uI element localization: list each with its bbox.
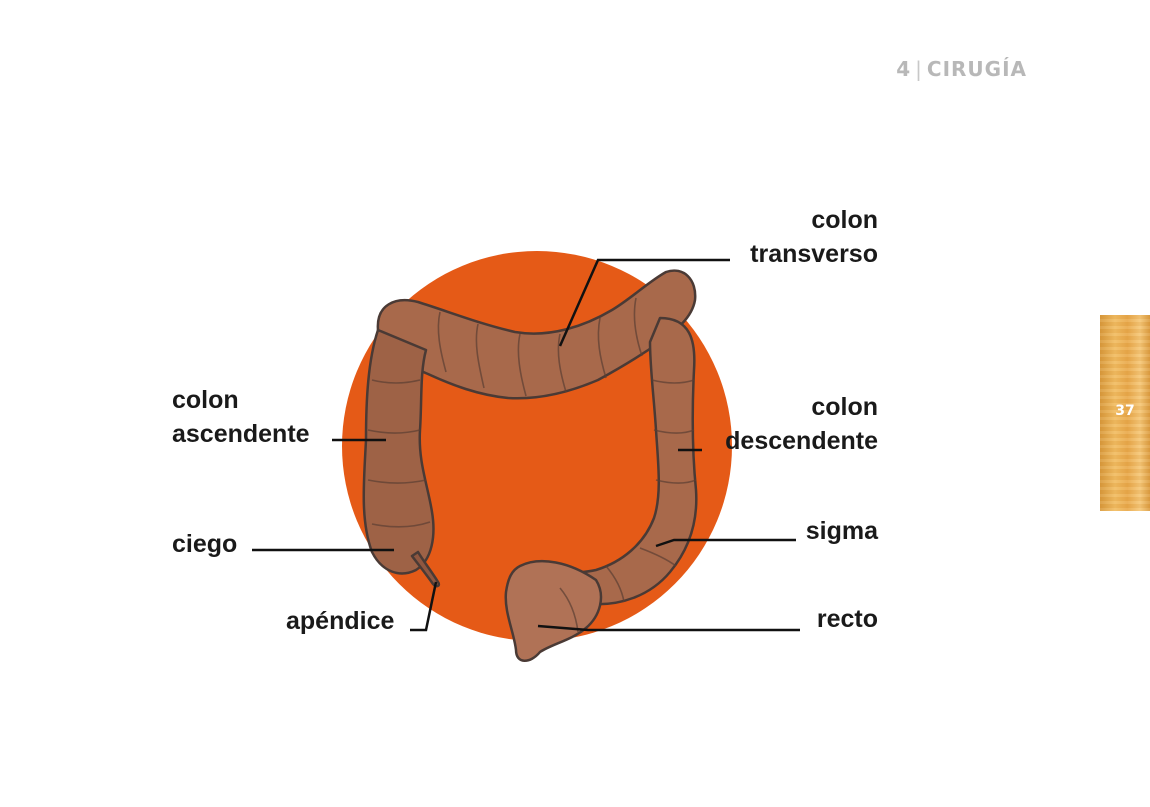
large-intestine bbox=[362, 269, 698, 662]
label-colon-ascendente-line2: ascendente bbox=[172, 420, 310, 448]
label-colon-transverso-line1: colon bbox=[811, 206, 878, 234]
page-number: 37 bbox=[1115, 403, 1135, 419]
rectum-shape bbox=[504, 559, 603, 662]
leader-line-recto bbox=[537, 624, 800, 632]
label-colon-ascendente: colon ascendente bbox=[172, 383, 310, 451]
leader-lines bbox=[252, 258, 800, 632]
ascending-colon-shape bbox=[362, 328, 435, 575]
label-colon-ascendente-line1: colon bbox=[172, 386, 239, 414]
label-colon-transverso: colon transverso bbox=[750, 203, 878, 271]
leader-line-sigma bbox=[655, 538, 796, 548]
leader-line-apendice bbox=[410, 581, 438, 632]
chapter-title: CIRUGÍA bbox=[926, 57, 1027, 81]
label-colon-transverso-line2: transverso bbox=[750, 240, 878, 268]
label-recto: recto bbox=[816, 605, 878, 633]
appendix-shape bbox=[410, 550, 441, 588]
page-tab: 37 bbox=[1100, 315, 1150, 511]
label-apendice: apéndice bbox=[286, 607, 395, 635]
transverse-colon-shape bbox=[376, 269, 697, 400]
chapter-header: 4|CIRUGÍA bbox=[896, 57, 1027, 81]
label-colon-descendente-line1: colon bbox=[811, 393, 878, 421]
label-sigma: sigma bbox=[805, 517, 878, 545]
chapter-number: 4 bbox=[896, 57, 912, 81]
label-colon-descendente-line2: descendente bbox=[725, 427, 878, 455]
label-colon-descendente: colon descendente bbox=[725, 390, 878, 458]
label-ciego: ciego bbox=[172, 530, 238, 558]
leader-line-colon-transverso bbox=[558, 258, 730, 347]
header-separator: | bbox=[915, 57, 923, 81]
